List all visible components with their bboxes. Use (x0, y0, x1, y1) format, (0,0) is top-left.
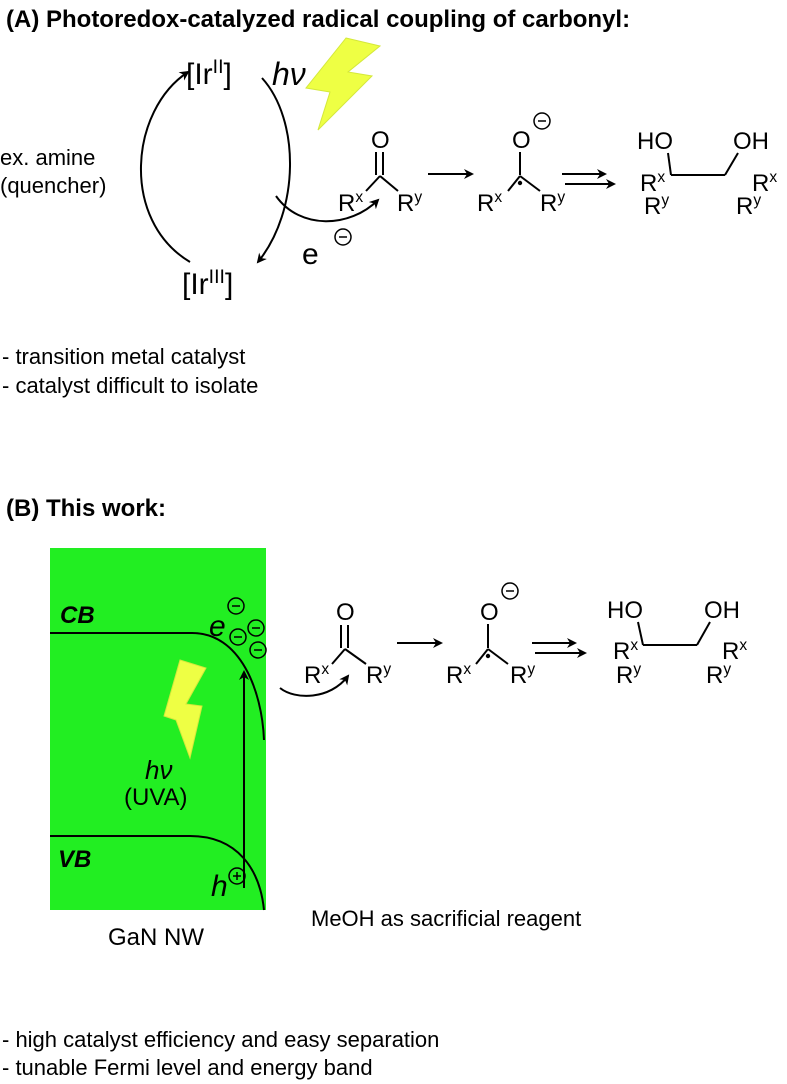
hv-label-b: hν (145, 755, 173, 785)
electron-label-b: e (209, 610, 226, 643)
lightning-bolt-b-icon (163, 659, 207, 760)
cb-label: CB (60, 602, 95, 629)
diol-rx-left-b: Rx (613, 637, 639, 665)
vb-label: VB (58, 846, 92, 873)
diol-ho-b: HO (607, 597, 643, 624)
ketone-ry-a: Ry (397, 189, 423, 217)
ketyl-ry-a: Ry (540, 189, 566, 217)
diol-ry-left-a: Ry (644, 192, 670, 220)
ketyl-oxygen-a: O (512, 127, 531, 154)
valence-band-curve (50, 835, 265, 911)
ketone-ry-b: Ry (366, 661, 392, 689)
ketyl-oxygen-b: O (480, 599, 499, 626)
hv-label-a: hν (272, 56, 306, 92)
electron-transfer-arrow-b (279, 674, 350, 697)
ketyl-radical-structure-b (475, 624, 509, 665)
ketone-structure-b (331, 625, 367, 665)
cycle-left-arc (139, 70, 191, 263)
diol-structure-a (667, 152, 739, 176)
electron-transfer-arrow (275, 195, 380, 223)
uva-label: (UVA) (124, 784, 188, 811)
conduction-band-curve (50, 632, 265, 741)
ketone-structure-a (365, 152, 399, 192)
cycle-right-arc (256, 77, 291, 264)
ketyl-rx-a: Rx (477, 189, 503, 217)
gan-nw-label: GaN NW (108, 924, 204, 951)
ketyl-radical-structure-a (507, 152, 541, 192)
ir-iii-label: [IrIII] (182, 266, 234, 301)
quencher-line-1: ex. amine (0, 145, 96, 170)
note-b-2: - tunable Fermi level and energy band (2, 1055, 373, 1080)
ir-ii-label: [IrII] (186, 56, 232, 91)
oxyanion-minus-circle-a-icon (533, 112, 551, 130)
electron-minus-circle-a-icon (334, 228, 352, 246)
diol-ry-right-a: Ry (736, 192, 762, 220)
ketone-rx-a: Rx (338, 189, 364, 217)
gan-nanowire-block (50, 548, 266, 910)
diol-oh-a: OH (733, 128, 769, 155)
quencher-line-2: (quencher) (0, 173, 107, 198)
ketone-oxygen-a: O (371, 127, 390, 154)
electron-cluster-icon (227, 597, 267, 659)
sacrificial-reagent-label: MeOH as sacrificial reagent (311, 906, 582, 931)
lightning-bolt-a-icon (305, 37, 382, 131)
note-b-1: - high catalyst efficiency and easy sepa… (2, 1027, 440, 1052)
section-b-heading: (B) This work: (6, 495, 166, 522)
diol-oh-b: OH (704, 597, 740, 624)
ketyl-ry-b: Ry (510, 661, 536, 689)
note-a-1: - transition metal catalyst (2, 344, 246, 369)
electron-label-a: e (302, 238, 319, 271)
diol-rx-right-b: Rx (722, 637, 748, 665)
oxyanion-minus-circle-b-icon (501, 582, 519, 600)
diol-rx-right-a: Rx (752, 169, 778, 197)
ketyl-rx-b: Rx (446, 661, 472, 689)
radical-dot-a (517, 180, 523, 186)
note-a-2: - catalyst difficult to isolate (2, 373, 259, 398)
diol-structure-b (637, 621, 711, 646)
diol-ho-a: HO (637, 128, 673, 155)
ketone-rx-b: Rx (304, 661, 330, 689)
diol-ry-right-b: Ry (706, 661, 732, 689)
diol-ry-left-b: Ry (616, 661, 642, 689)
diol-rx-left-a: Rx (640, 169, 666, 197)
radical-dot-b (485, 653, 491, 659)
hole-label: h (211, 870, 228, 903)
section-a-heading: (A) Photoredox-catalyzed radical couplin… (6, 6, 631, 33)
ketone-oxygen-b: O (336, 599, 355, 626)
hole-plus-circle-icon (228, 867, 246, 885)
